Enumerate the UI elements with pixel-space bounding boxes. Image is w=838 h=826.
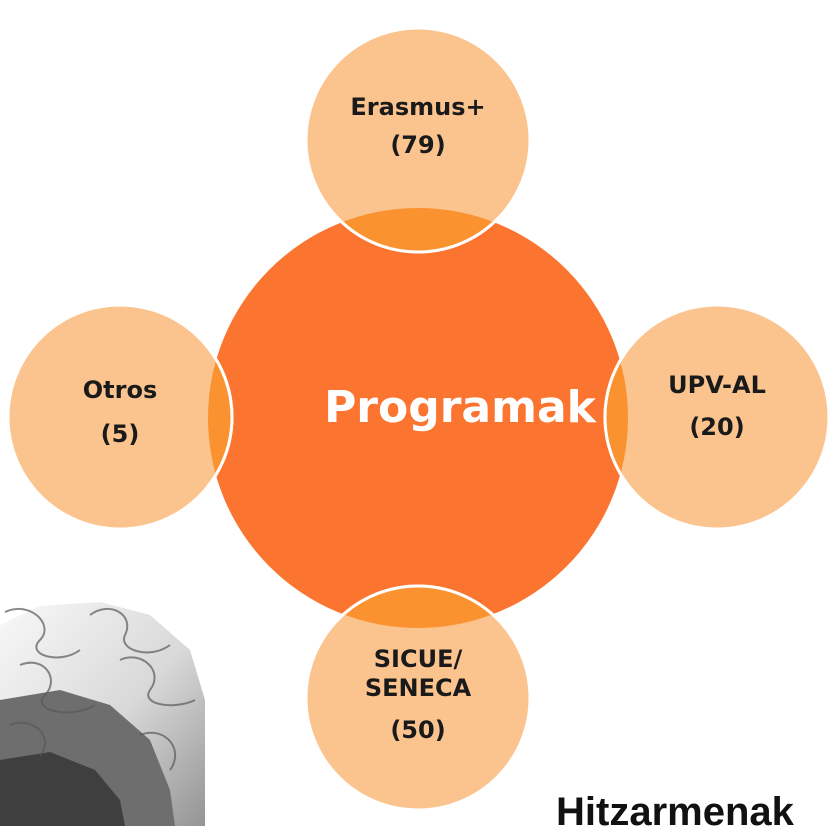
node-upv-al-count: (20) — [689, 413, 745, 441]
center-circle — [208, 208, 628, 628]
footer-title: Hitzarmenak — [556, 790, 794, 826]
node-otros-count: (5) — [100, 420, 140, 448]
node-otros-name: Otros — [82, 376, 158, 404]
node-erasmus-name: Erasmus+ — [350, 93, 486, 121]
node-sicue-seneca: SICUE/ SENECA (50) — [318, 645, 518, 745]
puzzle-pieces-graphic — [0, 602, 205, 826]
node-sicue-seneca-name: SICUE/ SENECA — [364, 645, 472, 702]
node-upv-al: UPV-AL (20) — [617, 370, 817, 442]
node-erasmus: Erasmus+ (79) — [318, 92, 518, 160]
node-erasmus-count: (79) — [390, 131, 446, 159]
node-sicue-seneca-count: (50) — [390, 715, 446, 744]
node-otros: Otros (5) — [20, 375, 220, 449]
center-label: Programak — [324, 382, 596, 433]
node-upv-al-name: UPV-AL — [668, 371, 766, 399]
